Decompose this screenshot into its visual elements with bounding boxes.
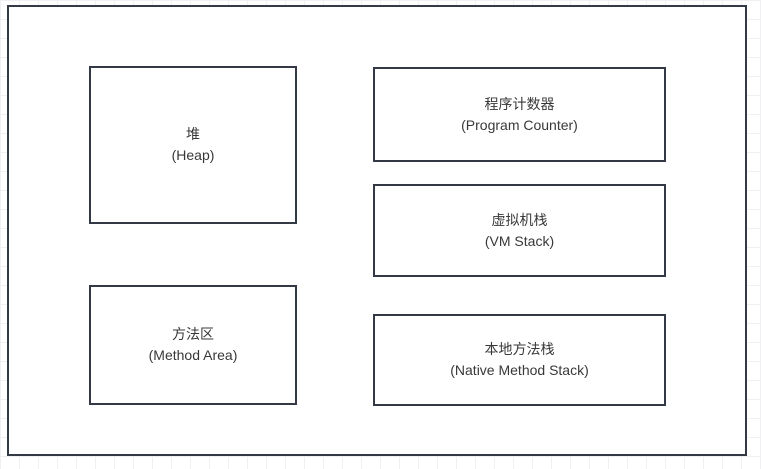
node-vm-stack[interactable]: 虚拟机栈 (VM Stack)	[373, 184, 666, 277]
node-heap-label-zh: 堆	[186, 126, 200, 142]
node-native-method-stack[interactable]: 本地方法栈 (Native Method Stack)	[373, 314, 666, 406]
node-method-area[interactable]: 方法区 (Method Area)	[89, 285, 297, 405]
node-method-area-label-en: (Method Area)	[148, 347, 238, 363]
node-program-counter-label-zh: 程序计数器	[484, 95, 555, 112]
node-vm-stack-label-en: (VM Stack)	[484, 232, 555, 249]
node-vm-stack-label-zh: 虚拟机栈	[491, 211, 548, 228]
node-native-method-stack-label-en: (Native Method Stack)	[450, 362, 589, 378]
node-native-method-stack-label-zh: 本地方法栈	[484, 341, 555, 357]
node-heap[interactable]: 堆 (Heap)	[89, 66, 297, 224]
node-method-area-label-zh: 方法区	[172, 326, 214, 342]
node-program-counter[interactable]: 程序计数器 (Program Counter)	[373, 67, 666, 162]
node-program-counter-label-en: (Program Counter)	[461, 116, 578, 133]
node-heap-label-en: (Heap)	[171, 147, 215, 163]
